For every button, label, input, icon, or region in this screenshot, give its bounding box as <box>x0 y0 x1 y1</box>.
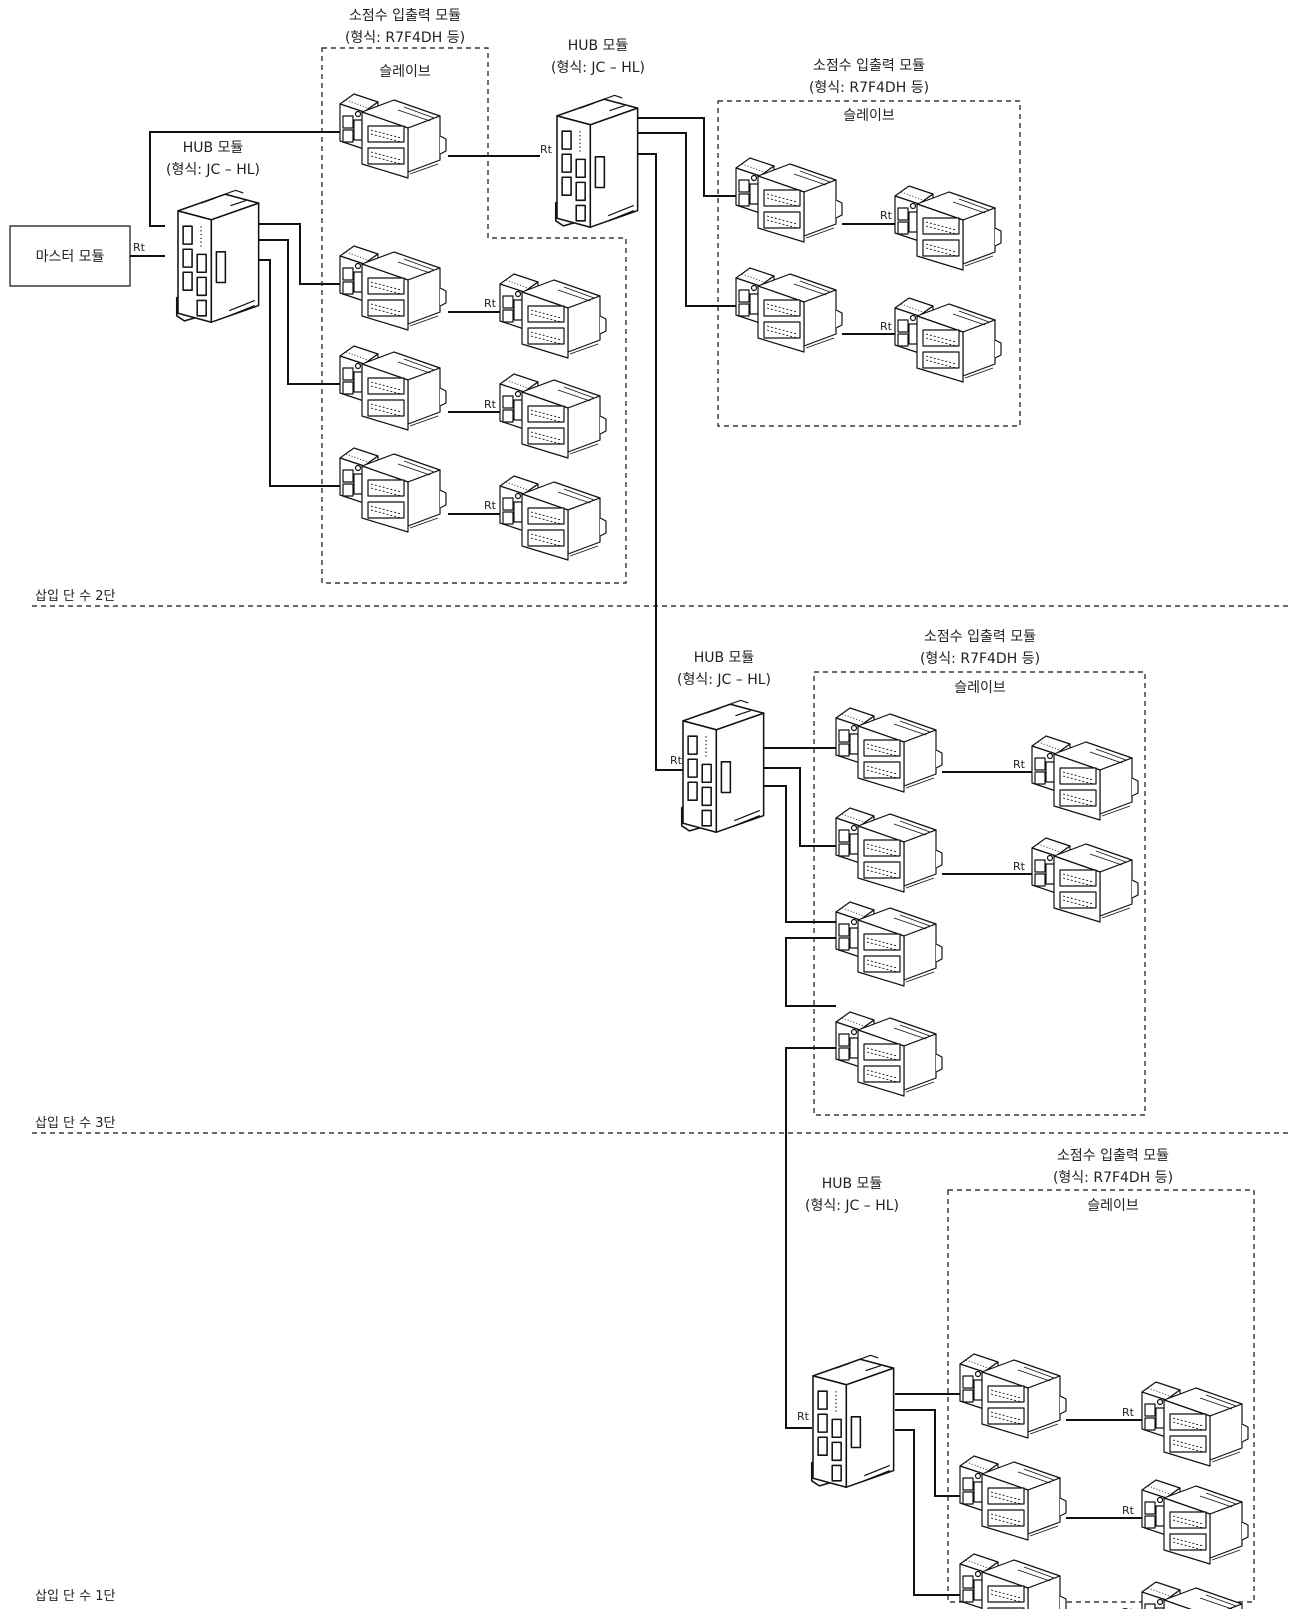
slave-module <box>959 1553 1067 1609</box>
slave-module <box>894 185 1002 271</box>
slave-module <box>1031 735 1139 821</box>
hub-2-type: (형식: JC – HL) <box>551 60 645 76</box>
slave-modules <box>339 93 1249 1609</box>
hub-module-3 <box>680 699 765 834</box>
slave-group-1: 소점수 입출력 모듈 (형식: R7F4DH 등) 슬레이브 <box>321 8 627 584</box>
slave-module <box>959 1455 1067 1541</box>
slave-group-4: 소점수 입출력 모듈 (형식: R7F4DH 등) 슬레이브 <box>947 1148 1255 1603</box>
slave-module <box>1141 1581 1249 1609</box>
slave-module <box>735 157 843 243</box>
rt-label: Rt <box>1122 1406 1135 1419</box>
slave-module <box>499 273 607 359</box>
slave-module <box>339 245 447 331</box>
slave-group-1-role: 슬레이브 <box>379 64 431 80</box>
terminator-labels: Rt Rt Rt Rt Rt Rt Rt Rt Rt Rt Rt Rt Rt <box>484 143 1135 1609</box>
master-module: 마스터 모듈 <box>9 225 131 287</box>
slave-module <box>835 901 943 987</box>
level-label-1: 삽입 단 수 1단 <box>35 1589 116 1604</box>
slave-module <box>499 475 607 561</box>
hub-4-title: HUB 모듈 <box>822 1176 883 1192</box>
rt-label: Rt <box>880 209 893 222</box>
terminator-label: Rt <box>133 241 146 254</box>
slave-module <box>835 1011 943 1097</box>
slave-module <box>339 345 447 431</box>
slave-group-3-role: 슬레이브 <box>954 680 1006 696</box>
slave-module <box>894 297 1002 383</box>
slave-module <box>339 447 447 533</box>
slave-group-3: 소점수 입출력 모듈 (형식: R7F4DH 등) 슬레이브 <box>813 629 1146 1116</box>
hub-3-title: HUB 모듈 <box>694 650 755 666</box>
slave-module <box>735 267 843 353</box>
level-label-2: 삽입 단 수 2단 <box>35 589 116 604</box>
slave-group-2-type: (형식: R7F4DH 등) <box>809 80 929 96</box>
hub-2-title: HUB 모듈 <box>568 38 629 54</box>
slave-module <box>339 93 447 179</box>
rt-label: Rt <box>484 297 497 310</box>
rt-label: Rt <box>880 320 893 333</box>
rt-label: Rt <box>484 499 497 512</box>
level-separator-3: 삽입 단 수 3단 <box>32 1116 1292 1134</box>
rt-label: Rt <box>797 1410 810 1423</box>
rt-label: Rt <box>1122 1504 1135 1517</box>
slave-module <box>835 707 943 793</box>
level-separator-2: 삽입 단 수 2단 <box>32 589 1292 607</box>
slave-group-2-title: 소점수 입출력 모듈 <box>813 58 925 74</box>
hub-3-type: (형식: JC – HL) <box>677 672 771 688</box>
slave-group-4-role: 슬레이브 <box>1087 1198 1139 1214</box>
slave-module <box>499 373 607 459</box>
rt-label: Rt <box>484 398 497 411</box>
master-module-label: 마스터 모듈 <box>36 249 105 265</box>
slave-module <box>1141 1381 1249 1467</box>
hub-1-title: HUB 모듈 <box>183 140 244 156</box>
slave-group-4-title: 소점수 입출력 모듈 <box>1057 1148 1169 1164</box>
rt-label: Rt <box>540 143 553 156</box>
hub-1-type: (형식: JC – HL) <box>166 162 260 178</box>
slave-group-4-type: (형식: R7F4DH 등) <box>1053 1170 1173 1186</box>
slave-group-2: 소점수 입출력 모듈 (형식: R7F4DH 등) 슬레이브 <box>717 58 1021 427</box>
slave-module <box>1031 837 1139 923</box>
slave-module <box>835 807 943 893</box>
slave-group-3-type: (형식: R7F4DH 등) <box>920 651 1040 667</box>
rt-label: Rt <box>1122 1606 1135 1609</box>
slave-module <box>959 1353 1067 1439</box>
hub-module-2 <box>554 94 639 229</box>
rt-label: Rt <box>1013 758 1026 771</box>
slave-group-3-title: 소점수 입출력 모듈 <box>924 629 1036 645</box>
rt-label: Rt <box>1013 860 1026 873</box>
slave-group-2-role: 슬레이브 <box>843 108 895 124</box>
rt-label: Rt <box>670 754 683 767</box>
slave-group-1-title: 소점수 입출력 모듈 <box>349 8 461 24</box>
hub-module-1 <box>175 189 260 324</box>
level-label-3: 삽입 단 수 3단 <box>35 1116 116 1131</box>
slave-module <box>1141 1479 1249 1565</box>
hub-module-4 <box>810 1354 895 1489</box>
hub-4-type: (형식: JC – HL) <box>805 1198 899 1214</box>
network-cables <box>130 117 1142 1596</box>
slave-group-1-type: (형식: R7F4DH 등) <box>345 30 465 46</box>
